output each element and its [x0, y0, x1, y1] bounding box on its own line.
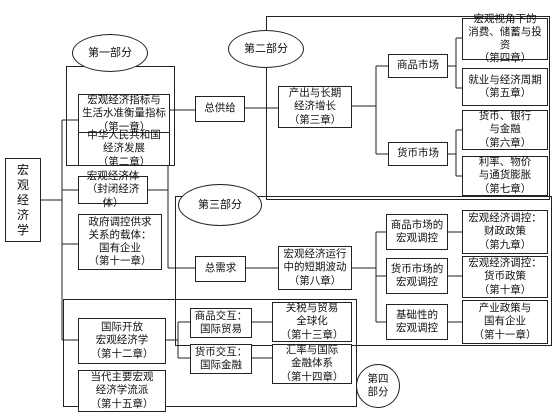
chapter-five-box: 就业与经济周期 （第五章） [462, 68, 548, 106]
chapter-one-box: 宏观经济指标与 生活水准衡量指标 （第一章） [78, 94, 170, 134]
part-two-ellipse: 第二部分 [228, 30, 304, 68]
chapter-four-box: 宏观视角下的 消费、储蓄与投资 （第四章） [462, 13, 548, 64]
part-three-ellipse: 第三部分 [178, 184, 262, 226]
part-four-ellipse: 第四 部分 [356, 364, 400, 408]
part-one-ellipse: 第一部分 [72, 34, 148, 72]
chapter-nine-box: 宏观经济调控： 财政政策 （第九章） [462, 210, 548, 254]
chapter-fifteen-box: 当代主要宏观 经济学流派 （第十五章） [78, 370, 166, 412]
aggregate-demand-box: 总需求 [195, 256, 246, 282]
basic-regulation-box: 基础性的 宏观调控 [386, 304, 448, 340]
goods-market-box: 商品市场 [388, 54, 448, 78]
part-four-frame [63, 299, 357, 407]
part-three-frame [175, 196, 552, 346]
international-trade-box: 商品交互： 国际贸易 [190, 308, 252, 338]
aggregate-supply-box: 总供给 [195, 96, 245, 122]
chapter-eleven-industrial-box: 产业政策与 国有企业 （第十一章） [462, 300, 548, 344]
chapter-ten-box: 宏观经济调控： 货币政策 （第十章） [462, 256, 548, 298]
closed-economy-box: 宏观经济体 （封闭经济体） [78, 170, 148, 209]
money-market-box: 货币市场 [388, 142, 448, 166]
chapter-thirteen-box: 关税与贸易 全球化 （第十三章） [272, 302, 352, 342]
short-run-fluctuation-box: 宏观经济运行 中的短期波动 （第八章） [278, 246, 352, 290]
chapter-six-box: 货币、银行 与金融 （第六章） [462, 110, 548, 150]
macroeconomics-root-box: 宏 观 经 济 学 [5, 158, 41, 242]
chapter-fourteen-box: 汇率与国际 金融体系 （第十四章） [272, 344, 352, 384]
state-enterprise-carrier-box: 政府调控供求 关系的载体： 国有企业 （第十一章） [78, 214, 162, 270]
chapter-two-box: 中华人民共和国 经济发展 （第二章） [78, 129, 170, 168]
money-market-regulation-box: 货币市场的 宏观调控 [386, 258, 448, 294]
open-economy-box: 国际开放 宏观经济学 （第十二章） [78, 318, 166, 364]
chapter-seven-box: 利率、物价 与通货膨胀 （第七章） [462, 156, 548, 196]
goods-market-regulation-box: 商品市场的 宏观调控 [386, 214, 448, 250]
international-finance-box: 货币交互： 国际金融 [190, 344, 252, 374]
output-growth-box: 产出与长期 经济增长 （第三章） [278, 86, 352, 128]
